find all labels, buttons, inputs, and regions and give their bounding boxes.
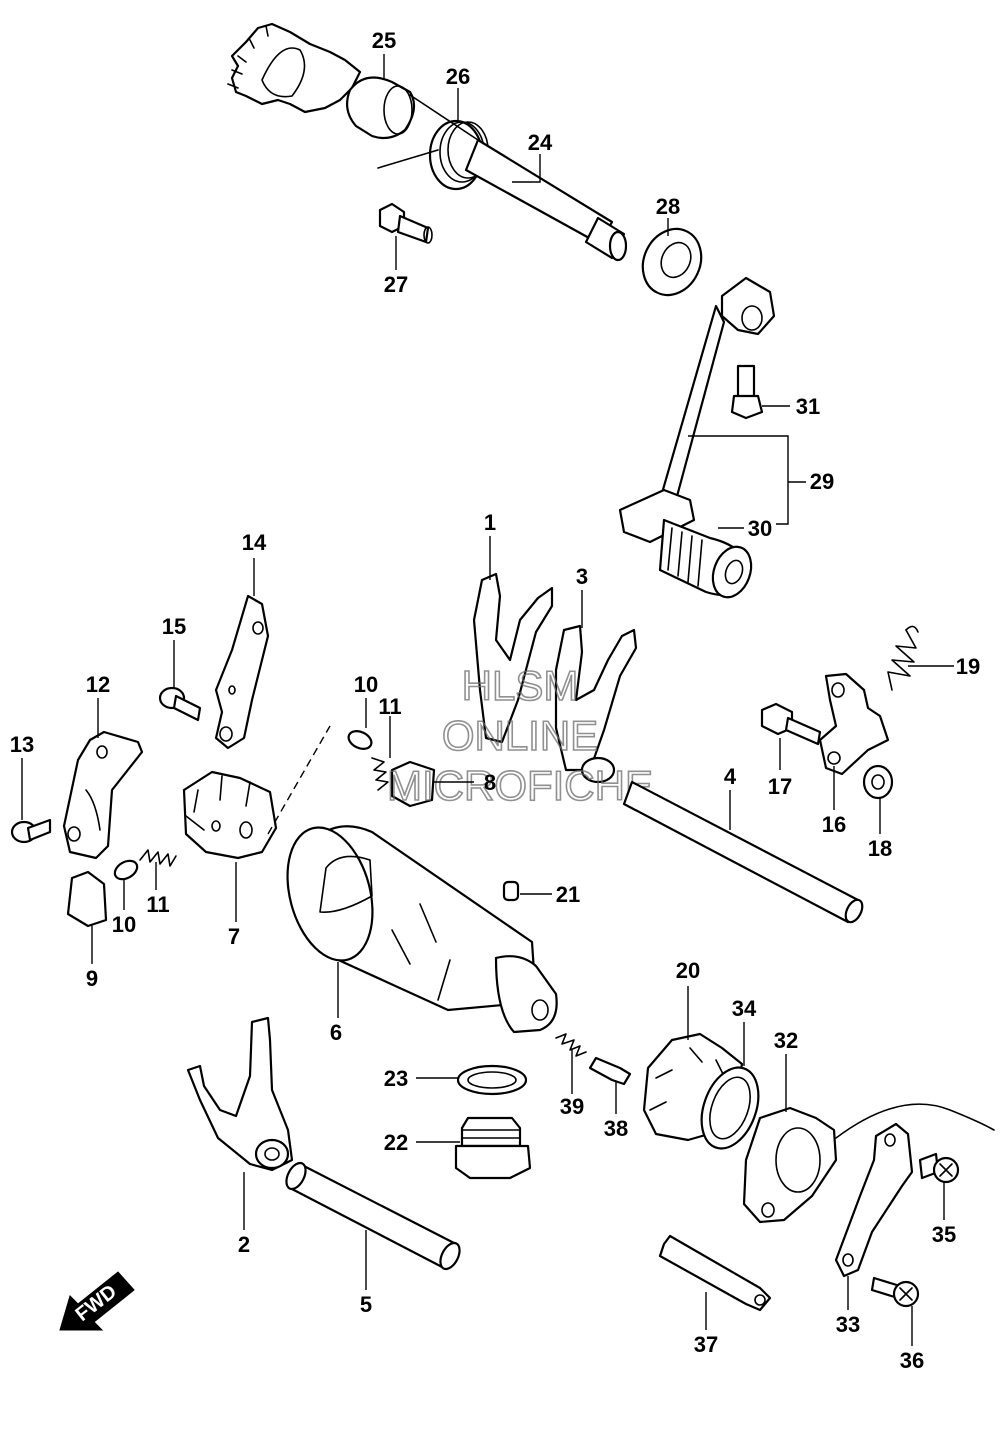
callout-35: 35: [932, 1222, 956, 1247]
pawl-spring: [139, 849, 177, 867]
plate-screw: [870, 1276, 920, 1308]
plate-screw: [10, 818, 52, 844]
pawl-pin: [113, 859, 139, 881]
callout-6: 6: [330, 1020, 342, 1045]
callout-21: 21: [556, 882, 580, 907]
callout-25: 25: [372, 28, 396, 53]
drain-plug: [454, 1116, 532, 1180]
callout-12: 12: [86, 672, 110, 697]
callout-13: 13: [10, 732, 34, 757]
callout-11: 11: [146, 892, 169, 917]
stopper-arm: [818, 672, 890, 776]
gear-position-switch: [742, 1103, 995, 1224]
callout-4: 4: [724, 764, 737, 789]
callout-11: 11: [378, 694, 401, 719]
shift-shaft-collar: [345, 76, 416, 140]
switch-screw: [918, 1152, 960, 1184]
wire-clamp: [658, 1234, 772, 1312]
pawl-spring: [371, 757, 389, 791]
neutral-switch-pin: [588, 1056, 632, 1086]
shift-fork-2: [186, 1016, 294, 1172]
oil-seal: [641, 227, 703, 297]
callout-28: 28: [656, 194, 680, 219]
callout-31: 31: [796, 394, 820, 419]
callout-19: 19: [956, 654, 980, 679]
callout-26: 26: [446, 64, 470, 89]
callout-36: 36: [900, 1348, 924, 1373]
watermark: HLSM ONLINE MICROFICHE: [386, 661, 654, 810]
callout-8: 8: [484, 770, 496, 795]
callout-3: 3: [576, 564, 588, 589]
callout-20: 20: [676, 958, 700, 983]
shift-arm-plate: [227, 22, 362, 114]
callout-22: 22: [384, 1130, 408, 1155]
shift-fork-1: [472, 572, 554, 744]
callout-14: 14: [242, 530, 267, 555]
stopper-bolt: [760, 702, 822, 746]
callout-labels: 25 26 24 27 28 31 29 30 14 15 12 13 10 1…: [10, 28, 980, 1373]
callout-17: 17: [768, 774, 792, 799]
fork-shaft: [285, 1161, 461, 1271]
svg-text:ONLINE: ONLINE: [442, 712, 598, 759]
o-ring: [700, 1066, 760, 1150]
svg-text:MICROFICHE: MICROFICHE: [387, 762, 653, 809]
lever-bolt: [730, 364, 764, 420]
callout-7: 7: [228, 924, 240, 949]
shift-pawl: [66, 870, 108, 928]
washer: [862, 764, 894, 800]
callout-32: 32: [774, 1028, 798, 1053]
gearshift-cam-drum: [286, 825, 558, 1034]
callout-37: 37: [694, 1332, 718, 1357]
callout-1: 1: [484, 510, 496, 535]
gasket: [456, 1064, 528, 1096]
callout-23: 23: [384, 1066, 408, 1091]
shift-fork-3: [554, 624, 638, 784]
pawl-pin: [347, 730, 373, 750]
gearshift-lever: [618, 276, 776, 544]
plate-screw: [158, 686, 202, 722]
callout-15: 15: [162, 614, 186, 639]
dowel-pin: [502, 880, 520, 902]
shift-lever-rubber: [658, 518, 753, 599]
callout-30: 30: [748, 516, 772, 541]
detent-spring: [555, 1033, 587, 1057]
callout-34: 34: [732, 996, 757, 1021]
callout-5: 5: [360, 1292, 372, 1317]
leader-lines: [21, 54, 954, 1346]
callout-33: 33: [836, 1312, 860, 1337]
callout-9: 9: [86, 966, 98, 991]
fwd-direction-arrow: FWD: [59, 1271, 135, 1331]
cam-guide-plate: [62, 730, 144, 860]
callout-29: 29: [810, 469, 834, 494]
callout-38: 38: [604, 1116, 628, 1141]
switch-cover-plate: [834, 1122, 914, 1278]
svg-text:HLSM: HLSM: [462, 662, 579, 709]
callout-10: 10: [354, 672, 378, 697]
callout-2: 2: [238, 1232, 250, 1257]
callout-18: 18: [868, 836, 892, 861]
gearshift-shaft: [464, 138, 628, 262]
callout-39: 39: [560, 1094, 584, 1119]
callout-27: 27: [384, 272, 408, 297]
callout-24: 24: [528, 130, 553, 155]
gearshift-cam: [182, 770, 278, 860]
stopper-spring: [887, 625, 919, 691]
shift-pawl: [390, 760, 436, 808]
fork-shaft: [622, 780, 864, 924]
shaft-bolt: [378, 202, 433, 244]
callout-10: 10: [112, 912, 136, 937]
callout-16: 16: [822, 812, 846, 837]
stopper-plate: [214, 594, 270, 750]
